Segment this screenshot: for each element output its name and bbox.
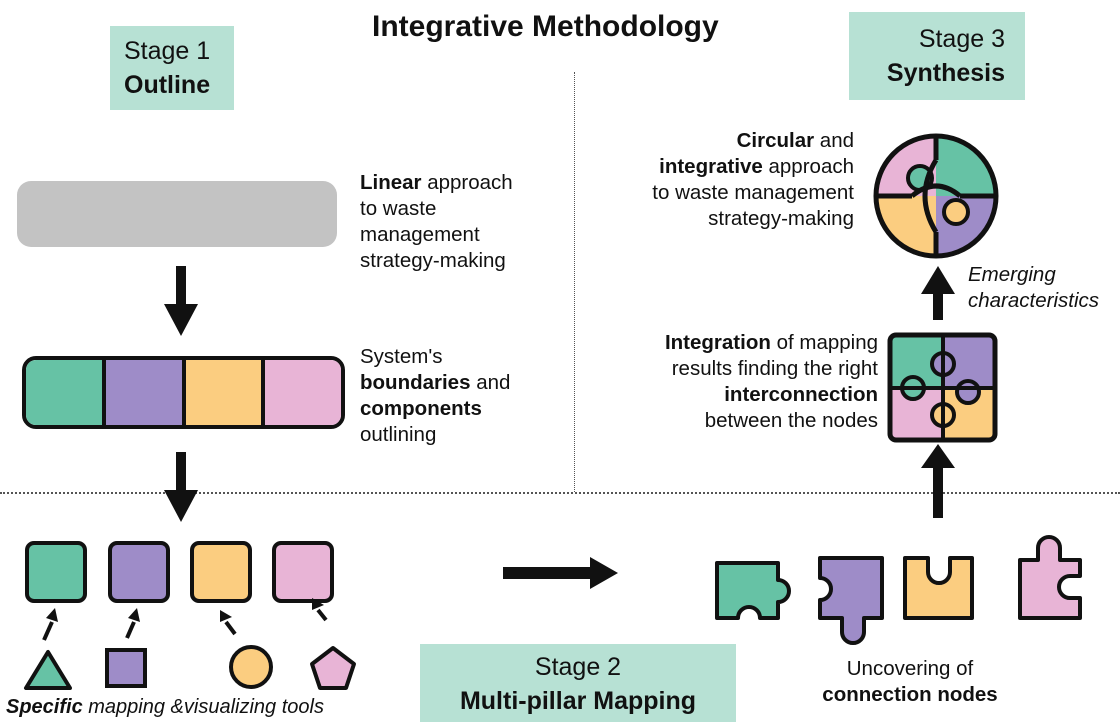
uncovering-line1: Uncovering of xyxy=(846,657,974,680)
circular-bold: Circular xyxy=(736,129,815,152)
divider-vertical xyxy=(574,72,575,492)
tool-square-teal xyxy=(25,541,87,603)
arrow-up-2 xyxy=(921,266,955,320)
divider-horizontal xyxy=(0,492,1120,494)
linear-line3: management xyxy=(360,223,480,246)
emerging-characteristics-text: Emerging characteristics xyxy=(968,262,1118,314)
circular-line1: and xyxy=(814,129,854,152)
interconnection-bold: interconnection xyxy=(724,383,878,406)
linear-approach-bar xyxy=(17,181,337,247)
integrative-rest: approach xyxy=(762,155,855,178)
integration-line2: results finding the right xyxy=(671,357,878,380)
stage-3-box: Stage 3 Synthesis xyxy=(849,12,1025,100)
integration-bold: Integration xyxy=(664,331,771,354)
component-teal xyxy=(26,360,106,425)
tools-rest: mapping &visualizing tools xyxy=(82,696,324,718)
system-line2: and xyxy=(470,371,511,394)
circular-line3: to waste management xyxy=(652,181,854,204)
integrative-bold: integrative xyxy=(659,155,763,178)
small-arrow-2 xyxy=(125,608,140,639)
system-line4: outlining xyxy=(360,423,437,446)
tool-square-pink xyxy=(272,541,334,603)
square-icon xyxy=(105,648,147,688)
stage-1-label: Stage 1 xyxy=(124,37,211,65)
emerging-line2: characteristics xyxy=(968,289,1100,312)
stage-1-name: Outline xyxy=(124,71,211,99)
components-strip xyxy=(22,356,345,429)
small-arrow-4 xyxy=(312,598,328,622)
linear-line4: strategy-making xyxy=(360,249,506,272)
small-arrow-1 xyxy=(42,608,58,641)
stage-2-label: Stage 2 xyxy=(534,653,622,681)
components-bold: components xyxy=(360,397,482,420)
integration-text: Integration of mapping results finding t… xyxy=(600,330,878,434)
linear-line2: to waste xyxy=(360,197,437,220)
puzzle-piece-teal-icon xyxy=(715,561,791,620)
component-purple xyxy=(105,360,186,425)
arrow-right xyxy=(503,557,618,589)
circular-line4: strategy-making xyxy=(708,207,854,230)
integration-line4: between the nodes xyxy=(704,409,878,432)
linear-approach-text: Linear approach to waste management stra… xyxy=(360,170,560,274)
tool-square-yellow xyxy=(190,541,252,603)
puzzle-piece-purple-icon xyxy=(818,556,884,645)
specific-bold: Specific xyxy=(6,696,83,718)
pentagon-icon xyxy=(310,646,356,690)
tool-square-purple xyxy=(108,541,170,603)
small-arrow-3 xyxy=(220,610,237,636)
stage-2-name: Multi-pillar Mapping xyxy=(459,687,697,715)
arrow-down-1 xyxy=(164,266,198,336)
linear-bold: Linear xyxy=(360,171,422,194)
mapping-tools-text: Specific mapping &visualizing tools xyxy=(6,694,406,720)
integration-rest: of mapping xyxy=(770,331,878,354)
puzzle-square-icon xyxy=(887,332,998,443)
triangle-icon xyxy=(24,650,72,690)
connection-nodes-bold: connection nodes xyxy=(822,683,998,706)
stage-1-box: Stage 1 Outline xyxy=(110,26,234,110)
circular-approach-text: Circular and integrative approach to was… xyxy=(600,128,854,232)
linear-line1: approach xyxy=(421,171,513,194)
emerging-line1: Emerging xyxy=(968,263,1056,286)
page-title: Integrative Methodology xyxy=(372,10,719,43)
puzzle-circle-icon xyxy=(873,133,999,259)
stage-2-box: Stage 2 Multi-pillar Mapping xyxy=(420,644,736,722)
system-boundaries-text: System's boundaries and components outli… xyxy=(360,344,560,448)
stage-3-name: Synthesis xyxy=(886,59,1005,87)
puzzle-piece-pink-icon xyxy=(1018,535,1082,620)
component-pink xyxy=(265,360,341,425)
connection-nodes-text: Uncovering of connection nodes xyxy=(790,656,1030,708)
arrow-up-1 xyxy=(921,444,955,518)
puzzle-piece-yellow-icon xyxy=(903,556,974,620)
stage-3-label: Stage 3 xyxy=(918,25,1005,53)
circle-icon xyxy=(229,645,273,689)
arrow-down-2 xyxy=(164,452,198,522)
boundaries-bold: boundaries xyxy=(360,371,471,394)
component-yellow xyxy=(185,360,266,425)
system-line1: System's xyxy=(360,345,443,368)
